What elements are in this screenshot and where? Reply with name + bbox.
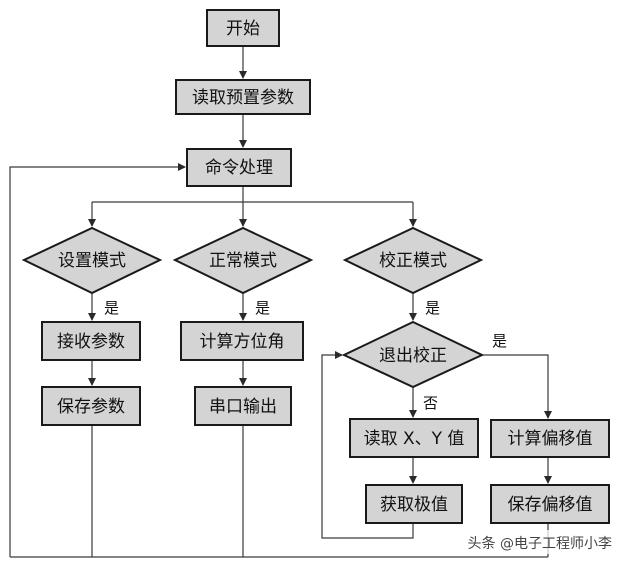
node-normal-mode-label: 正常模式 (209, 251, 277, 271)
node-read-xy-label: 读取 X、Y 值 (364, 429, 465, 449)
node-serial-out: 串口输出 (194, 386, 292, 426)
label-exit-yes: 是 (492, 332, 507, 350)
node-get-extreme-label: 获取极值 (380, 495, 448, 515)
watermark-backdrop (440, 530, 620, 554)
label-calib-yes: 是 (425, 299, 440, 317)
edge-return-to-cmd (9, 163, 186, 557)
node-start-label: 开始 (226, 19, 260, 39)
label-normal-yes: 是 (255, 299, 270, 317)
watermark-text: 头条 @电子工程师小李 (468, 535, 612, 552)
node-read-xy: 读取 X、Y 值 (349, 418, 479, 458)
node-get-extreme: 获取极值 (365, 484, 463, 524)
label-exit-no: 否 (423, 394, 438, 412)
node-setup-mode: 设置模式 (21, 226, 163, 295)
edges (9, 46, 552, 558)
label-setup-yes: 是 (104, 299, 119, 317)
edge-exit-yes (482, 354, 552, 419)
node-serial-out-label: 串口输出 (209, 397, 277, 417)
node-calc-angle: 计算方位角 (180, 321, 304, 361)
node-read-preset-label: 读取预置参数 (192, 88, 294, 108)
node-save-offset-label: 保存偏移值 (508, 495, 593, 515)
node-cmd: 命令处理 (186, 148, 292, 187)
node-save-params-label: 保存参数 (57, 397, 125, 417)
node-recv-params-label: 接收参数 (57, 332, 125, 352)
node-save-params: 保存参数 (41, 386, 141, 426)
node-calc-offset: 计算偏移值 (490, 419, 610, 458)
node-normal-mode: 正常模式 (172, 226, 314, 295)
node-calib-mode-label: 校正模式 (379, 251, 447, 271)
node-calib-mode: 校正模式 (342, 226, 484, 295)
node-setup-mode-label: 设置模式 (58, 251, 126, 271)
edge-loop-back (321, 351, 414, 539)
node-start: 开始 (206, 9, 280, 47)
node-cmd-label: 命令处理 (205, 158, 273, 178)
node-exit-calib: 退出校正 (341, 320, 485, 389)
node-read-preset: 读取预置参数 (175, 79, 311, 115)
node-calc-offset-label: 计算偏移值 (508, 429, 593, 449)
node-save-offset: 保存偏移值 (490, 484, 610, 524)
node-calc-angle-label: 计算方位角 (200, 332, 285, 352)
node-recv-params: 接收参数 (41, 321, 141, 361)
node-exit-calib-label: 退出校正 (379, 346, 447, 366)
